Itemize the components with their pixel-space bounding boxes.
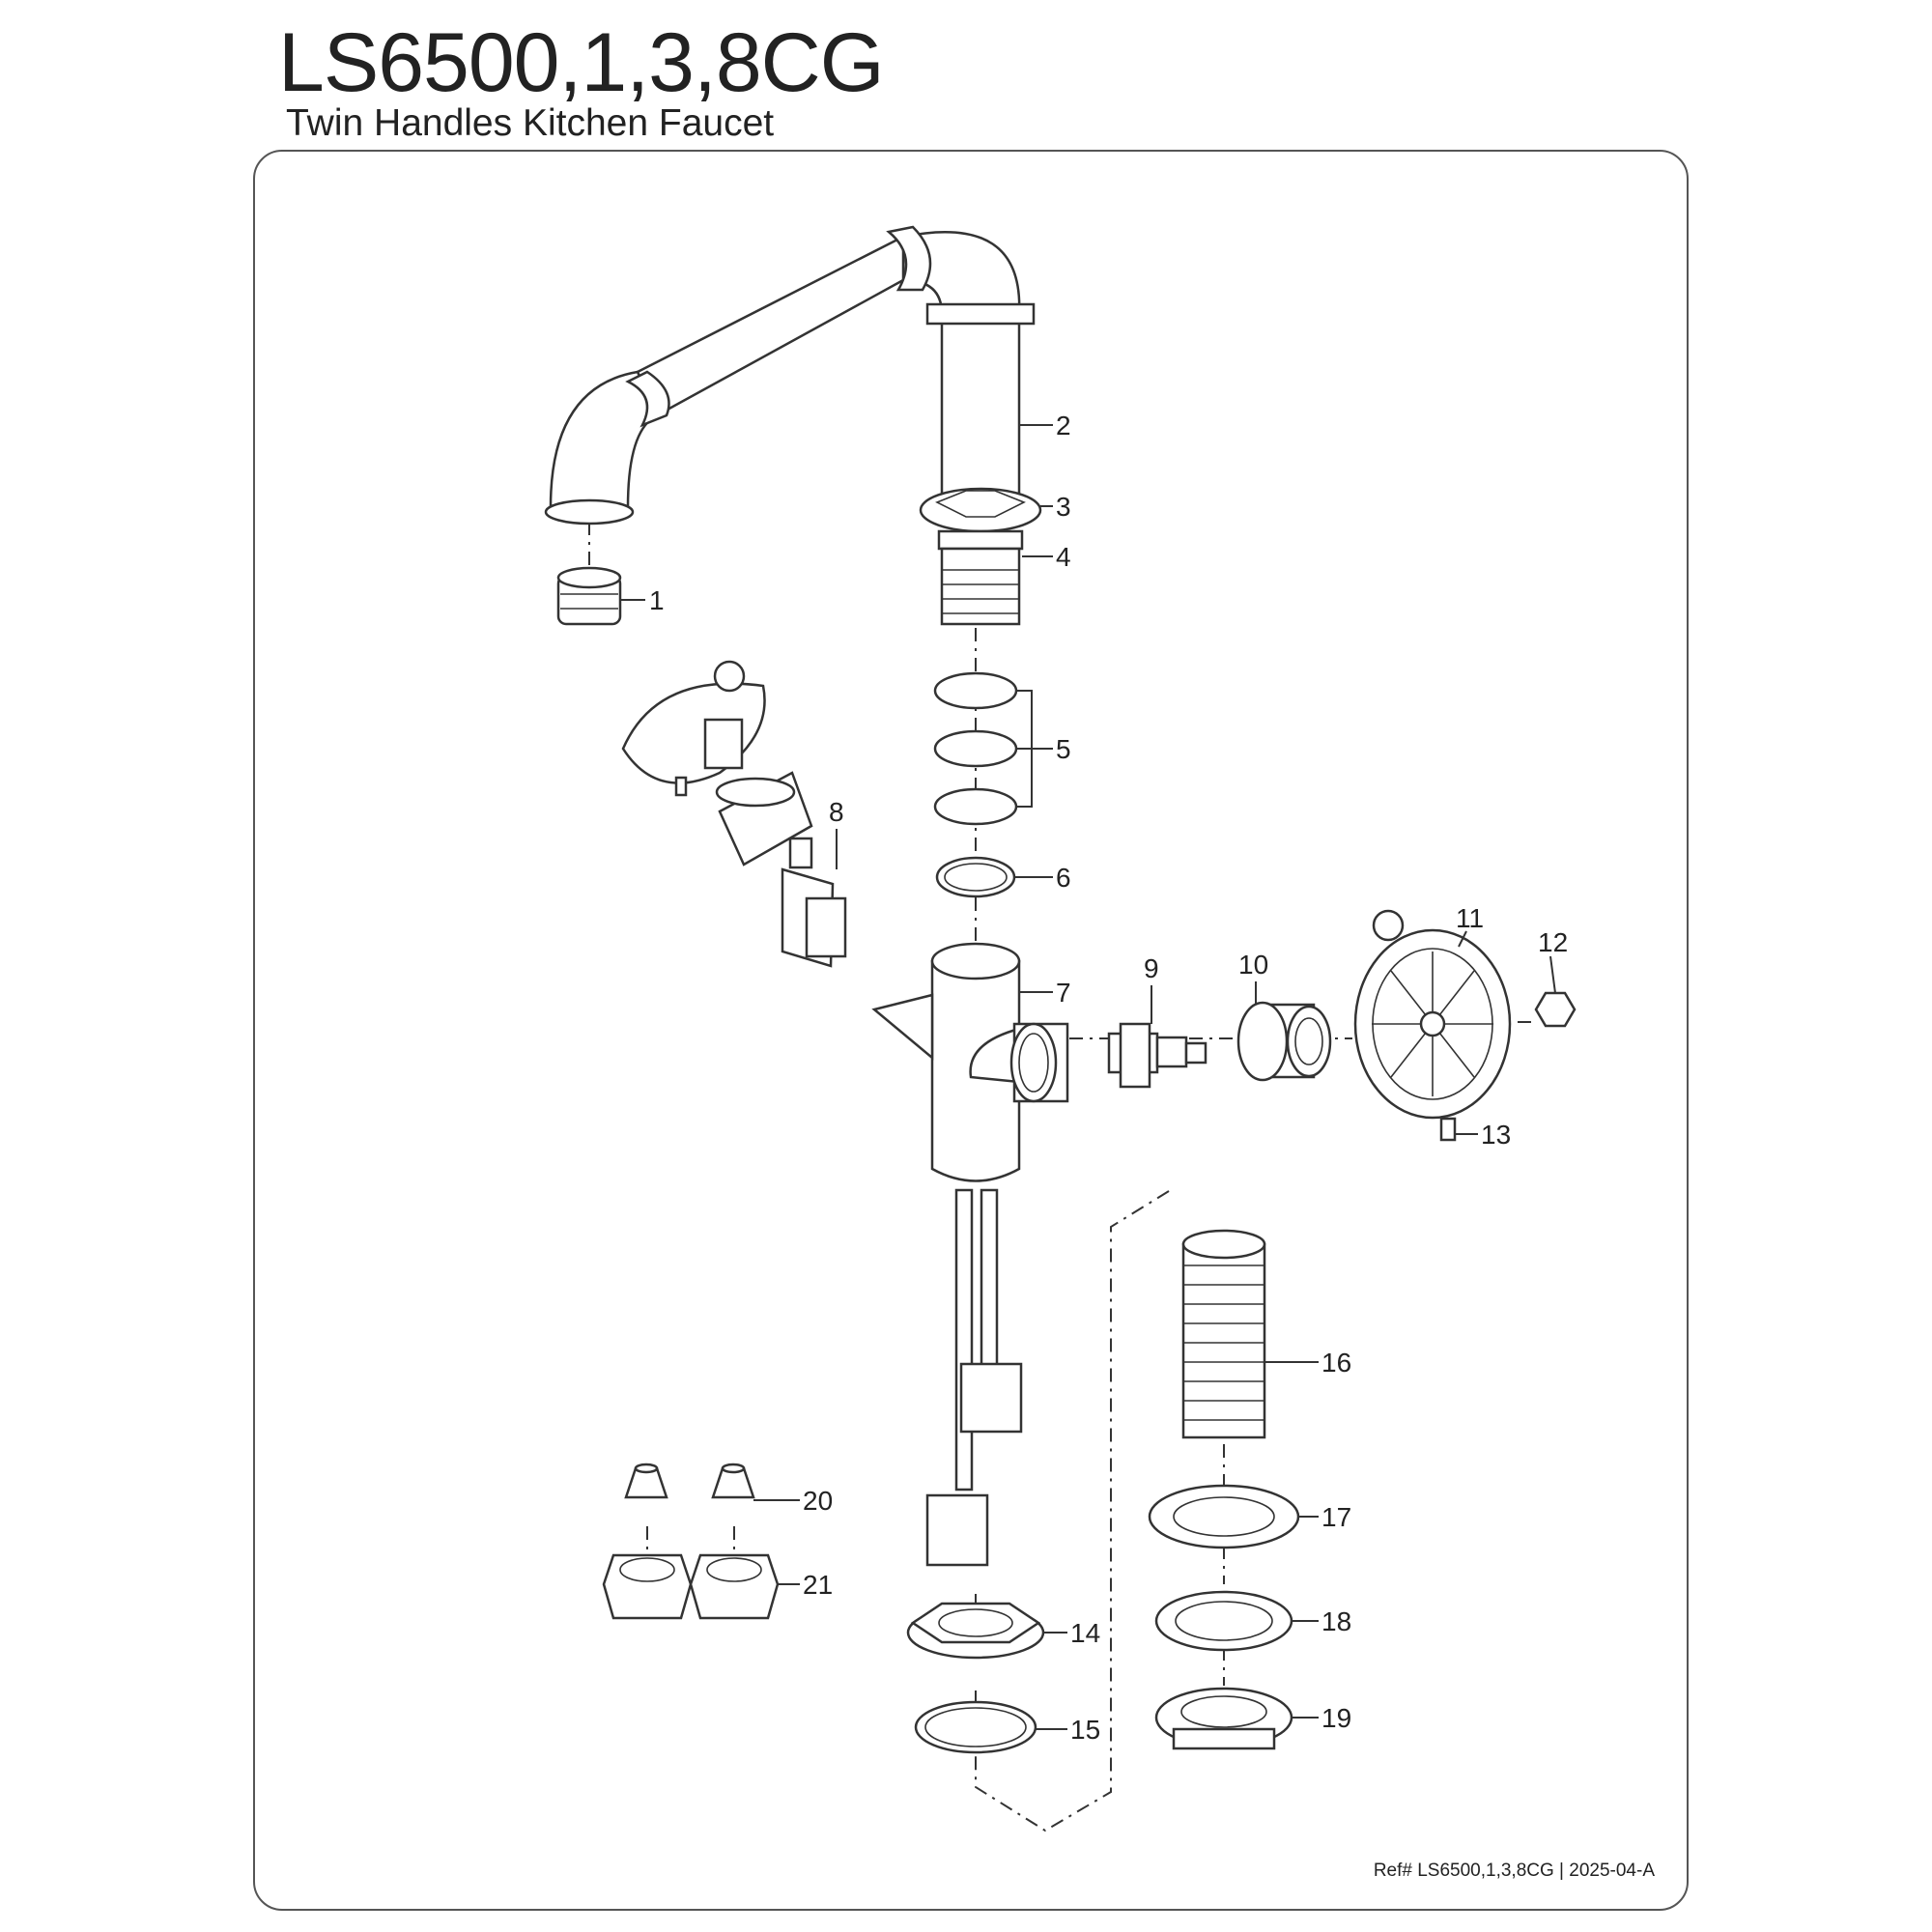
shank-washer-large: [1148, 1484, 1300, 1549]
threaded-adapter: [937, 529, 1024, 626]
left-handle: [621, 660, 766, 797]
callout-15: 15: [1070, 1715, 1100, 1745]
reference-code: Ref# LS6500,1,3,8CG | 2025-04-A: [1373, 1861, 1655, 1881]
index-cap: [1534, 991, 1577, 1028]
compression-nuts: [602, 1553, 780, 1620]
mounting-washer: [914, 1700, 1037, 1754]
model-title: LS6500,1,3,8CG: [278, 16, 885, 109]
callout-4: 4: [1056, 542, 1071, 572]
set-screw: [1439, 1117, 1457, 1142]
callout-17: 17: [1321, 1502, 1351, 1532]
callout-6: 6: [1056, 863, 1071, 893]
threaded-shank: [1181, 1229, 1266, 1439]
callout-21: 21: [803, 1570, 833, 1600]
callout-2: 2: [1056, 411, 1071, 440]
callout-10: 10: [1238, 950, 1268, 980]
right-handle-wheel: [1353, 909, 1512, 1120]
callout-19: 19: [1321, 1703, 1351, 1733]
callout-20: 20: [803, 1486, 833, 1516]
leader-lines: [620, 424, 1556, 1730]
shank-washer: [1154, 1590, 1293, 1652]
o-rings: [933, 671, 1018, 826]
left-bonnet: [715, 771, 813, 867]
callout-labels: 1 2 3 4 5 6 7 8 9 10 11 12 13 14 15 16 1…: [649, 411, 1568, 1745]
cold-cartridge: [1107, 1022, 1208, 1089]
callout-12: 12: [1538, 927, 1568, 957]
diagram-frame: [253, 150, 1689, 1911]
callout-5: 5: [1056, 734, 1071, 764]
callout-9: 9: [1144, 953, 1159, 983]
product-description: Twin Handles Kitchen Faucet: [286, 102, 775, 144]
spout-hex-nut: [919, 487, 1042, 533]
ring-washer: [935, 856, 1016, 898]
shank-nut: [1154, 1687, 1293, 1750]
mounting-nut: [906, 1602, 1045, 1660]
callout-14: 14: [1070, 1618, 1100, 1648]
callout-18: 18: [1321, 1606, 1351, 1636]
ferrules: [624, 1463, 755, 1499]
supply-fittings: [925, 1362, 1023, 1567]
callout-1: 1: [649, 585, 665, 615]
callout-8: 8: [829, 797, 844, 827]
callout-3: 3: [1056, 492, 1071, 522]
right-bonnet: [1236, 1001, 1332, 1082]
aerator: [556, 566, 622, 626]
hot-cartridge: [781, 837, 847, 968]
callout-16: 16: [1321, 1348, 1351, 1378]
callout-7: 7: [1056, 978, 1071, 1008]
spout: [544, 225, 1036, 526]
callout-13: 13: [1481, 1120, 1511, 1150]
callout-11: 11: [1456, 903, 1484, 933]
